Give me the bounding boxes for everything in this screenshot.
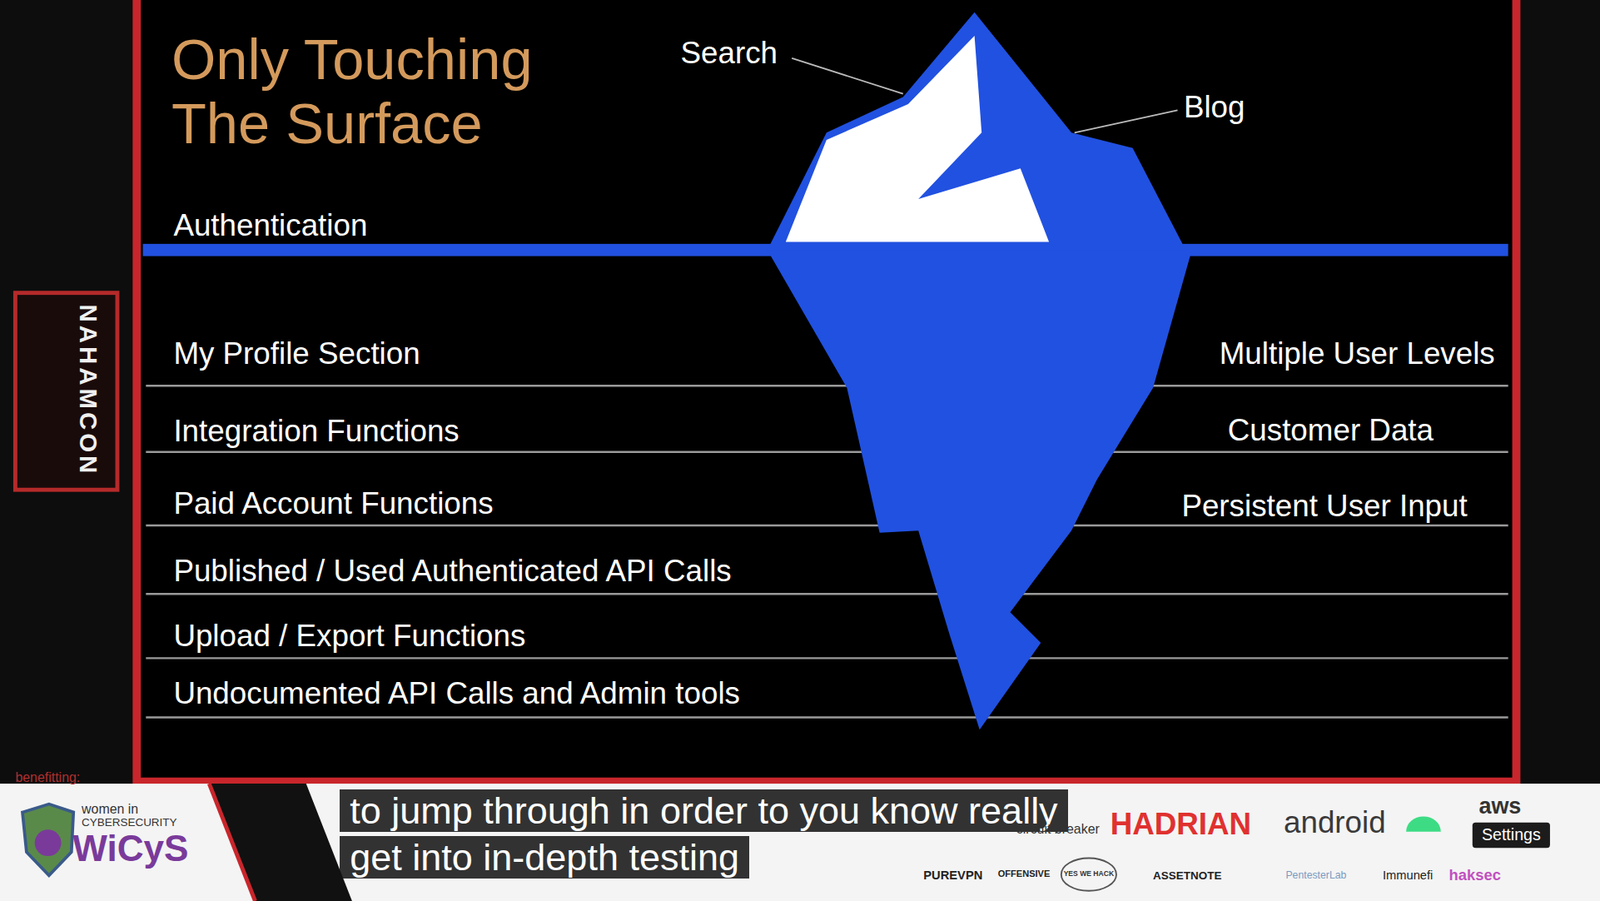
depth-item: Undocumented API Calls and Admin tools <box>173 675 741 711</box>
sponsor-logo: women in <box>81 801 139 817</box>
sponsor-logo: circuit breaker <box>1016 821 1100 837</box>
depth-item: Upload / Export Functions <box>173 618 526 654</box>
leader-line <box>791 58 904 95</box>
sponsor-logo: ASSETNOTE <box>1152 869 1222 883</box>
row-line <box>145 451 1508 453</box>
slide-title: Only Touching The Surface <box>171 28 621 157</box>
depth-item: Published / Used Authenticated API Calls <box>173 553 731 589</box>
depth-item: Paid Account Functions <box>173 486 493 522</box>
callout-label: Blog <box>1183 89 1246 125</box>
slide-frame <box>136 0 1516 782</box>
iceberg-underwater <box>767 249 1193 730</box>
conference-logo-box <box>14 293 118 490</box>
surface-item: Authentication <box>173 208 368 244</box>
sponsor-logo: PentesterLab <box>1285 869 1347 881</box>
android-head <box>1406 815 1441 831</box>
row-line <box>145 592 1508 595</box>
row-line <box>145 524 1508 527</box>
iceberg-snow <box>785 35 1049 243</box>
tooltip-box <box>1472 822 1551 849</box>
sponsor-logo: aws <box>1478 793 1521 820</box>
row-line <box>145 384 1508 387</box>
sponsor-logo: HADRIAN <box>1110 806 1253 842</box>
sponsor-logo: CYBERSECURITY <box>81 815 178 830</box>
subtitle-text: to jump through in order to you know rea… <box>339 789 1068 879</box>
row-line <box>145 656 1508 659</box>
bar-stripe <box>208 783 255 901</box>
sponsor-logo: android <box>1283 804 1387 840</box>
wicys-emblem <box>34 829 62 856</box>
leader-line <box>1074 109 1178 133</box>
sponsor-logo: haksec <box>1449 865 1501 884</box>
wicys-shield <box>22 804 74 876</box>
row-line <box>145 715 1508 718</box>
sponsor-logo: PUREVPN <box>923 868 983 883</box>
depth-item: Customer Data <box>1227 412 1434 448</box>
badge-outline <box>1061 858 1117 891</box>
depth-item: Persistent User Input <box>1181 488 1467 524</box>
iceberg-top <box>767 12 1187 251</box>
sponsor-logo: Immunefi <box>1382 868 1433 883</box>
conference-logo: NAHAMCON <box>74 304 103 478</box>
sponsor-note: benefitting: <box>14 770 80 786</box>
row-lines <box>145 385 1508 717</box>
depth-item: My Profile Section <box>173 336 420 372</box>
depth-item: Multiple User Levels <box>1219 336 1496 372</box>
sponsor-bar <box>0 783 1600 901</box>
sponsor-logo: YES WE HACK <box>1063 869 1115 879</box>
sponsor-logo: OFFENSIVE <box>998 868 1050 880</box>
bar-wedge <box>208 783 353 901</box>
depth-item: Integration Functions <box>173 413 459 449</box>
sponsor-logo: WiCyS <box>72 827 189 870</box>
subtitle-box: to jump through in order to you know rea… <box>339 787 1073 881</box>
callout-label: Search <box>680 35 779 71</box>
tooltip-text: Settings <box>1481 824 1541 845</box>
